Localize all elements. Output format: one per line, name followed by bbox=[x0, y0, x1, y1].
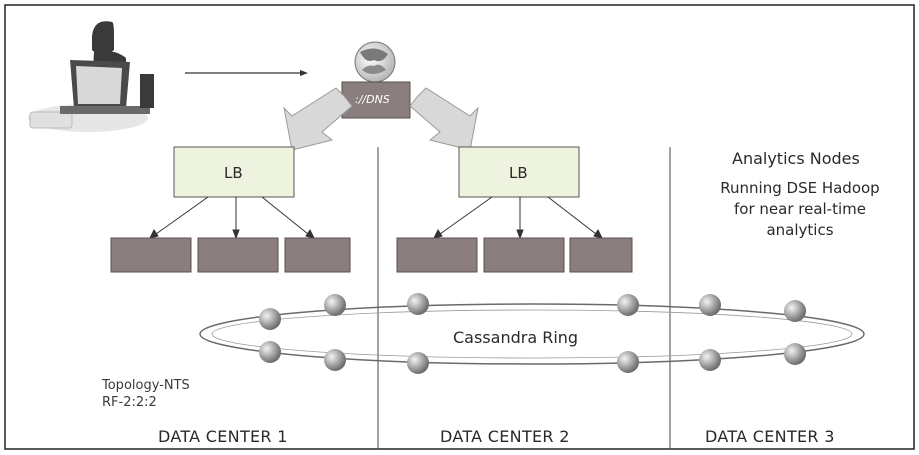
cassandra-ring-inner bbox=[211, 309, 853, 359]
analytics-description: Running DSE Hadoop for near real-time an… bbox=[700, 178, 900, 241]
user-at-laptop-icon bbox=[28, 21, 154, 132]
ring-node bbox=[407, 293, 429, 315]
outer-frame bbox=[4, 4, 915, 450]
cassandra-ring bbox=[199, 303, 865, 365]
server-nodes bbox=[110, 237, 633, 273]
ring-node bbox=[324, 294, 346, 316]
lb2-to-nodes-arrows bbox=[433, 196, 603, 240]
lb1-to-nodes-arrows bbox=[149, 196, 315, 240]
cassandra-ring-label: Cassandra Ring bbox=[453, 328, 579, 347]
ring-node bbox=[259, 341, 281, 363]
dns-box bbox=[341, 81, 411, 119]
dns-to-lb2-arrow bbox=[409, 87, 479, 151]
lb-label-1: LB bbox=[224, 164, 243, 182]
analytics-desc-line-1: Running DSE Hadoop bbox=[720, 179, 880, 197]
lb-label-2: LB bbox=[509, 164, 528, 182]
ring-node bbox=[699, 349, 721, 371]
ring-node bbox=[259, 308, 281, 330]
server-node bbox=[569, 237, 633, 273]
ring-node bbox=[617, 351, 639, 373]
ring-node bbox=[324, 349, 346, 371]
server-node bbox=[483, 237, 565, 273]
lb-box-2 bbox=[458, 146, 580, 198]
globe-icon bbox=[354, 41, 396, 83]
data-center-1-label: DATA CENTER 1 bbox=[158, 427, 288, 446]
ring-node bbox=[617, 294, 639, 316]
dns-label: ://DNS bbox=[355, 93, 390, 106]
topology-line-2: RF-2:2:2 bbox=[102, 395, 157, 410]
topology-line-1: Topology-NTS bbox=[102, 378, 190, 393]
ring-node bbox=[784, 300, 806, 322]
ring-node bbox=[407, 352, 429, 374]
data-center-3-label: DATA CENTER 3 bbox=[705, 427, 835, 446]
analytics-desc-line-2: for near real-time bbox=[734, 200, 866, 218]
server-node bbox=[110, 237, 192, 273]
ring-node bbox=[699, 294, 721, 316]
dns-to-lb1-arrow bbox=[283, 87, 353, 151]
server-node bbox=[396, 237, 478, 273]
ring-nodes bbox=[259, 293, 806, 374]
topology-label: Topology-NTS RF-2:2:2 bbox=[102, 377, 190, 411]
ring-node bbox=[784, 343, 806, 365]
data-center-2-label: DATA CENTER 2 bbox=[440, 427, 570, 446]
analytics-desc-line-3: analytics bbox=[766, 221, 834, 239]
server-node bbox=[284, 237, 351, 273]
analytics-title: Analytics Nodes bbox=[732, 149, 860, 168]
server-node bbox=[197, 237, 279, 273]
lb-box-1 bbox=[173, 146, 295, 198]
